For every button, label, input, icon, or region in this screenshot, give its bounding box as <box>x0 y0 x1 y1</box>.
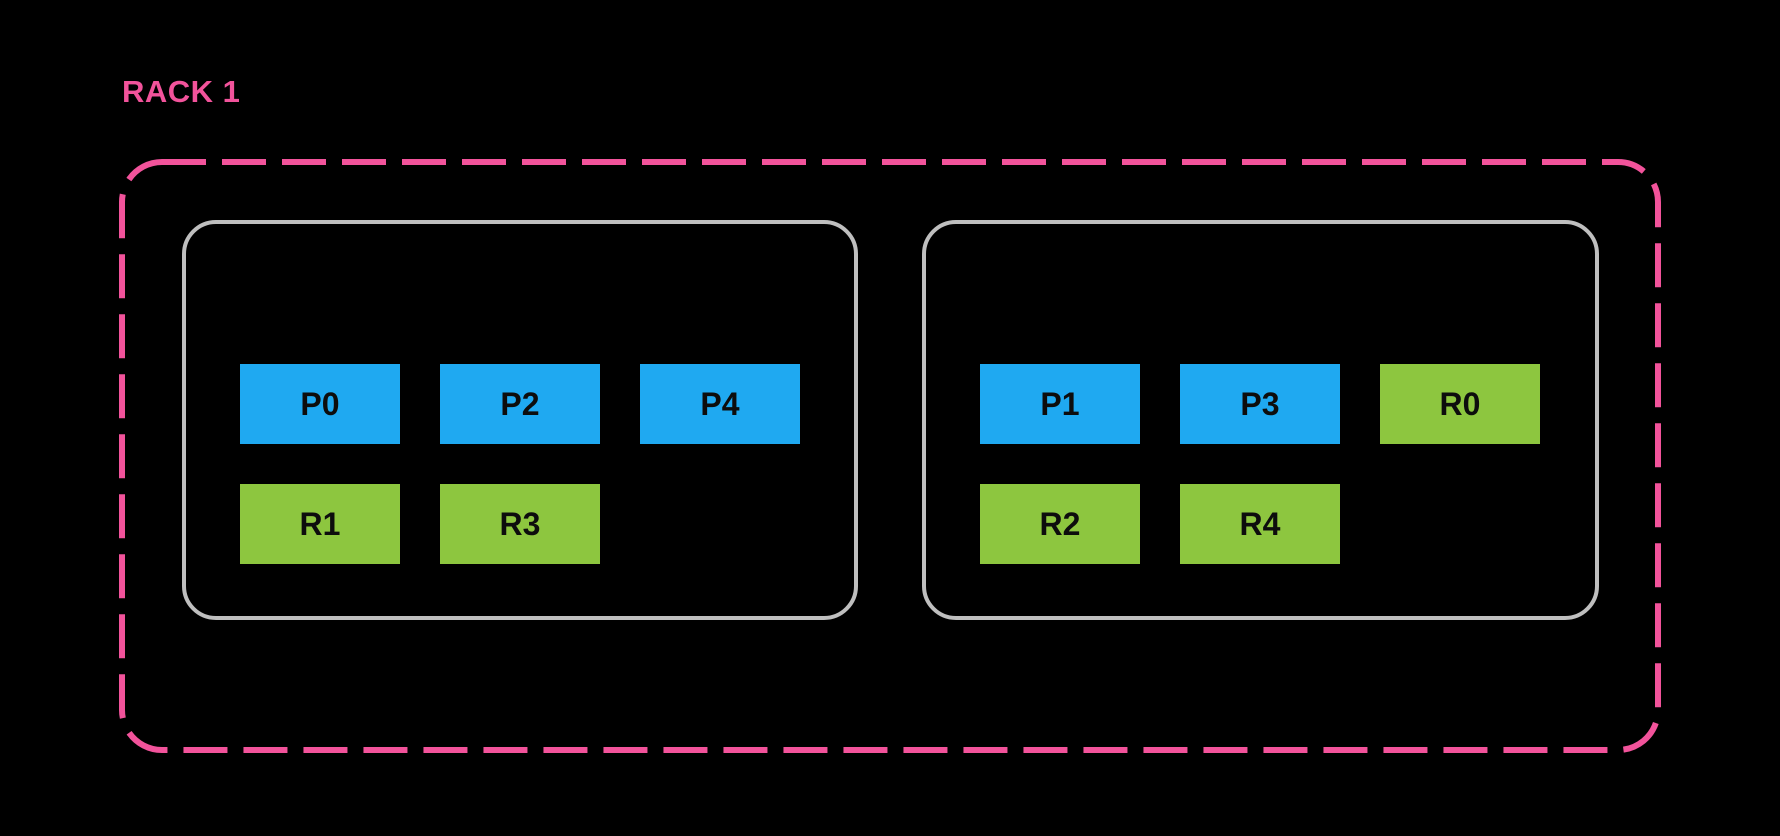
shard-slot: R2 <box>980 484 1140 564</box>
shard-slot: P3 <box>1180 364 1340 444</box>
node-2: P1 P3 R0 R2 R4 <box>922 220 1599 620</box>
node-2-row-1: P1 P3 R0 <box>980 364 1540 444</box>
node-1-row-2: R1 R3 <box>240 484 800 564</box>
shard-slot: R0 <box>1380 364 1540 444</box>
node-1-row-1: P0 P2 P4 <box>240 364 800 444</box>
rack-boundary-rect <box>119 159 1661 753</box>
rack-dashed-boundary <box>119 159 1661 753</box>
rack-title: RACK 1 <box>122 74 241 109</box>
shard-slot: P4 <box>640 364 800 444</box>
shard-slot: R1 <box>240 484 400 564</box>
node-2-row-2: R2 R4 <box>980 484 1540 564</box>
node-2-content: P1 P3 R0 R2 R4 <box>980 364 1540 564</box>
shard-slot: R4 <box>1180 484 1340 564</box>
node-1: P0 P2 P4 R1 R3 <box>182 220 858 620</box>
shard-slot: P0 <box>240 364 400 444</box>
shard-slot: P2 <box>440 364 600 444</box>
shard-slot: R3 <box>440 484 600 564</box>
shard-slot: P1 <box>980 364 1140 444</box>
node-1-content: P0 P2 P4 R1 R3 <box>240 364 800 564</box>
